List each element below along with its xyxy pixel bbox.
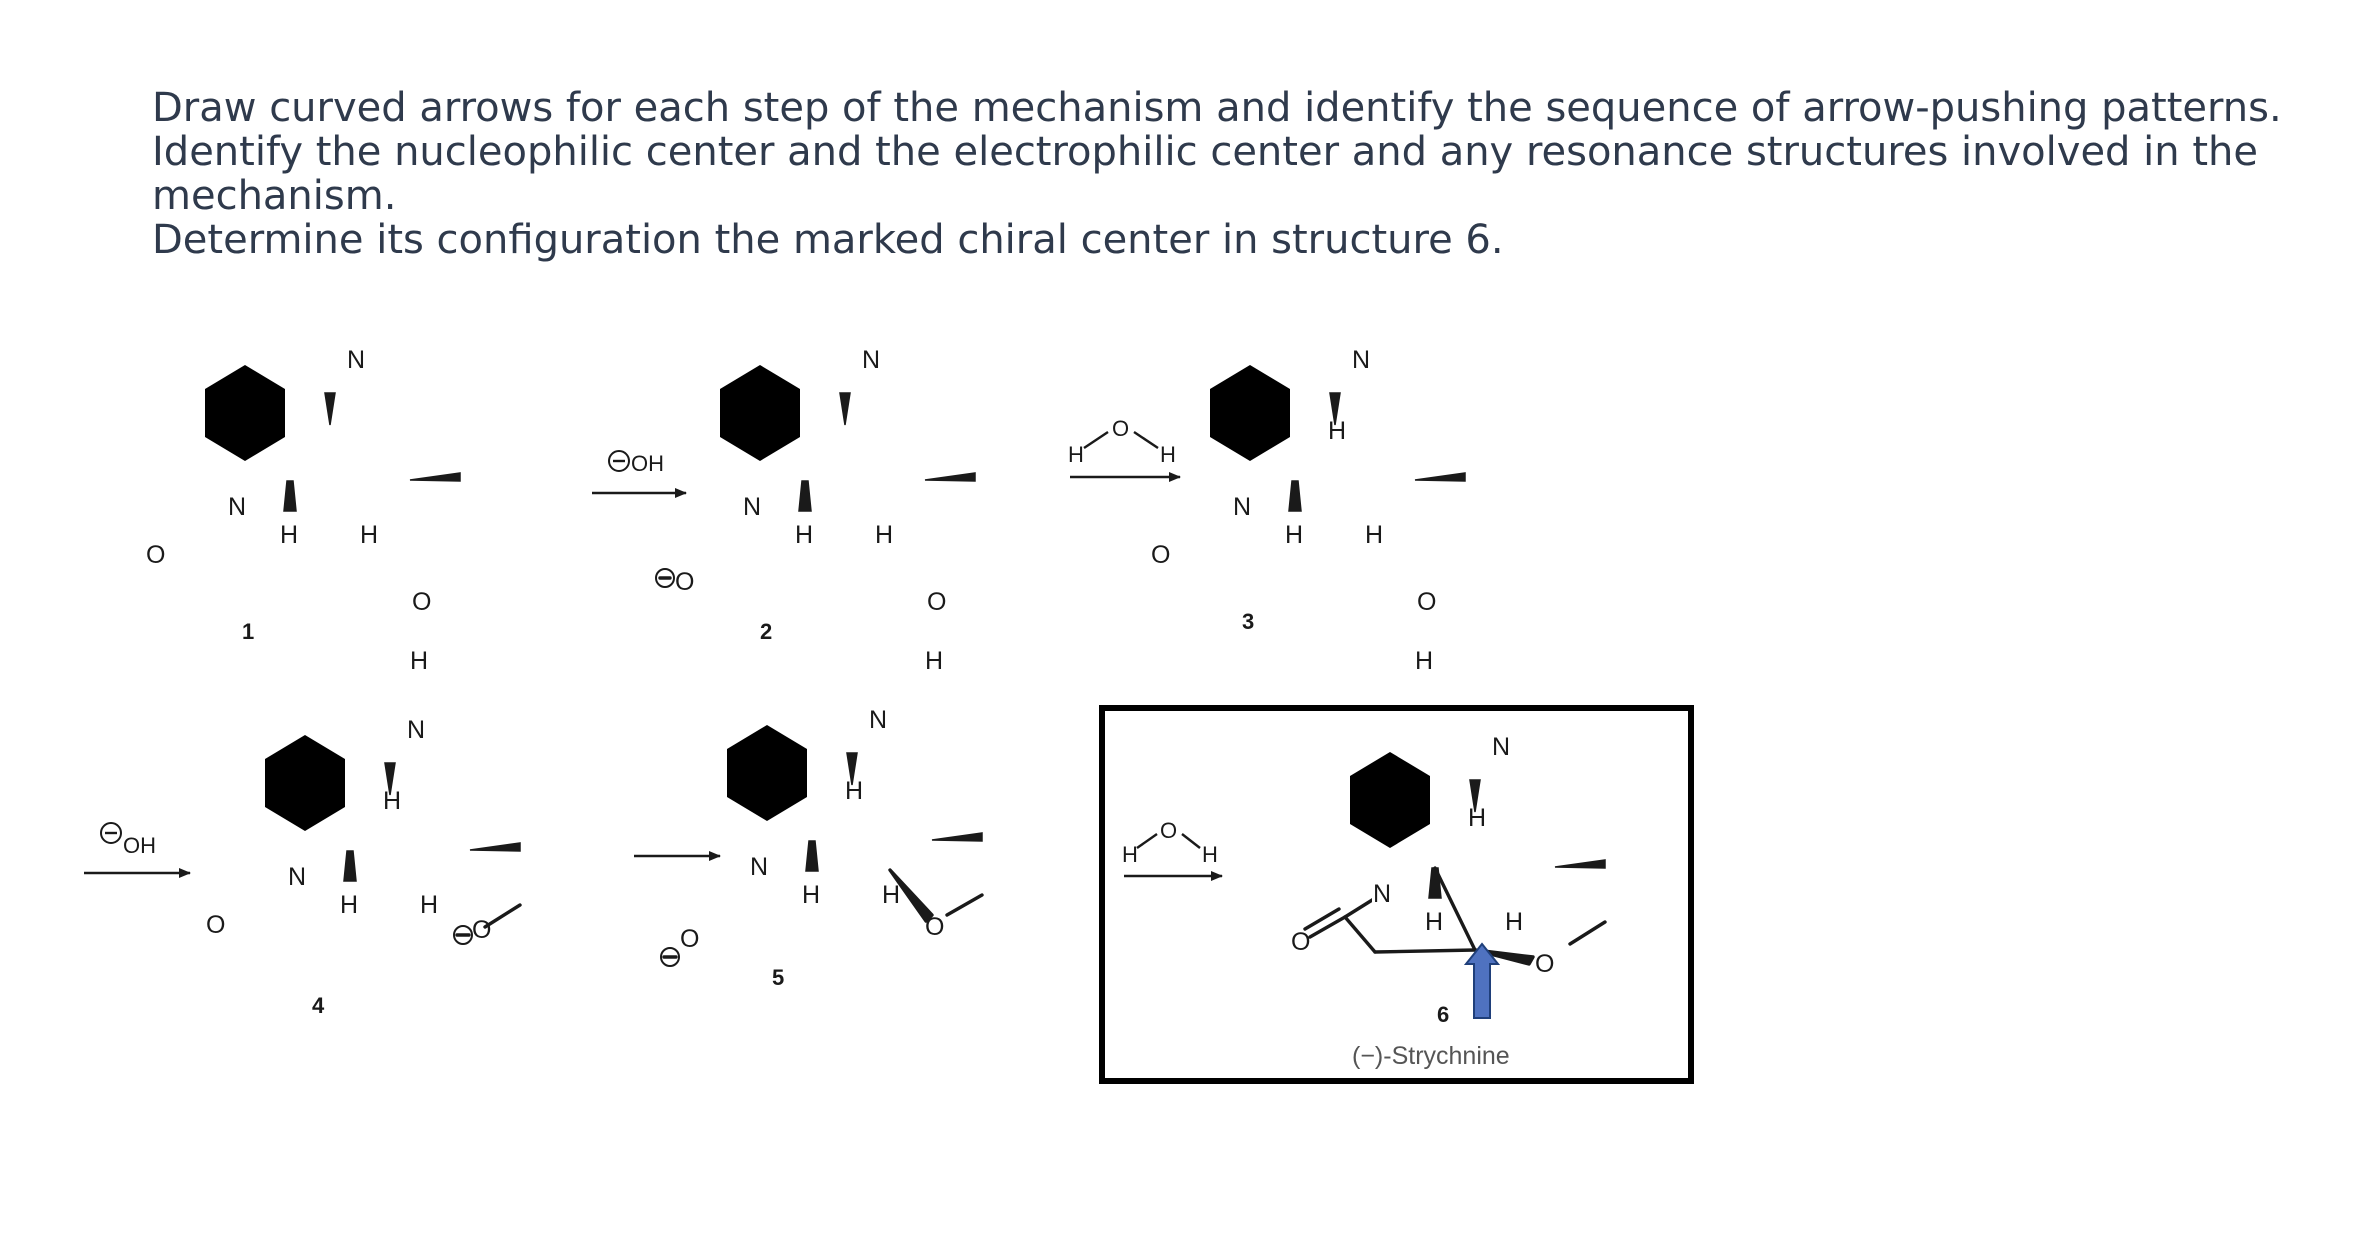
reagent-water-h: H (1122, 842, 1138, 867)
reagent-water-o: O (1112, 416, 1129, 441)
atom-h: H (420, 891, 438, 919)
atom-h: H (1505, 908, 1523, 936)
reaction-arrow-1: OH (592, 450, 687, 498)
atom-o: O (1151, 541, 1170, 569)
compound-2-structure: N N H H O O H 2 (655, 343, 988, 675)
atom-h: H (1415, 647, 1433, 675)
atom-n: N (862, 346, 880, 374)
atom-o: O (1291, 928, 1310, 956)
atom-h: H (1285, 521, 1303, 549)
reaction-arrow-3: OH (84, 822, 191, 878)
atom-h: H (340, 891, 358, 919)
atom-o: O (412, 588, 431, 616)
compound-3-structure: N N H H H O O H 3 (1151, 343, 1478, 675)
instructions: Draw curved arrows for each step of the … (152, 86, 2302, 262)
atom-h: H (1365, 521, 1383, 549)
reagent-water-h: H (1160, 442, 1176, 467)
atom-n: N (750, 853, 768, 881)
reaction-arrow-5: H O H (1122, 818, 1223, 881)
atom-n: N (743, 493, 761, 521)
compound-4-label: 4 (312, 993, 325, 1018)
atom-h: H (882, 881, 900, 909)
compound-5-structure: N N H H H O O 5 (660, 703, 995, 990)
atom-o: O (675, 568, 694, 596)
atom-h: H (802, 881, 820, 909)
up-arrow-icon (1463, 942, 1501, 1019)
atom-h: H (1468, 804, 1486, 832)
atom-h: H (925, 647, 943, 675)
atom-h: H (280, 521, 298, 549)
atom-n: N (288, 863, 306, 891)
atom-h: H (795, 521, 813, 549)
atom-o: O (1535, 950, 1554, 978)
atom-h: H (1328, 417, 1346, 445)
atom-o: O (680, 925, 699, 953)
atom-o: O (206, 911, 225, 939)
reagent-hydroxide: OH (123, 833, 156, 858)
atom-n: N (1492, 733, 1510, 761)
reagent-water-h: H (1202, 842, 1218, 867)
compound-2-label: 2 (760, 619, 772, 644)
atom-o: O (1417, 588, 1436, 616)
instruction-line-2: Identify the nucleophilic center and the… (152, 129, 2258, 219)
atom-o: O (146, 541, 165, 569)
minus-circle-icon (100, 822, 122, 844)
atom-o: O (927, 588, 946, 616)
atom-h: H (1425, 908, 1443, 936)
atom-h: H (845, 777, 863, 805)
instruction-line-1: Draw curved arrows for each step of the … (152, 85, 2282, 131)
atom-h: H (360, 521, 378, 549)
atom-n: N (1373, 880, 1391, 908)
atom-h: H (875, 521, 893, 549)
atom-n: N (228, 493, 246, 521)
compound-1-label: 1 (242, 619, 254, 644)
reaction-arrow-2: H O H (1068, 416, 1181, 482)
atom-o: O (472, 916, 491, 944)
atom-n: N (869, 706, 887, 734)
compound-6-label: 6 (1437, 1002, 1449, 1027)
reagent-hydroxide: OH (631, 451, 664, 476)
compound-1-structure: N N H H O O H 1 (146, 343, 473, 675)
product-highlight-box (1099, 705, 1694, 1084)
atom-h: H (410, 647, 428, 675)
reagent-water-o: O (1160, 818, 1177, 843)
compound-6-structure: N N H H H O O 6 (−)-Strychnine (1291, 730, 1618, 1070)
instruction-line-3: Determine its configuration the marked c… (152, 217, 1504, 263)
atom-n: N (1233, 493, 1251, 521)
atom-n: N (1352, 346, 1370, 374)
compound-5-label: 5 (772, 965, 784, 990)
reagent-water-h: H (1068, 442, 1084, 467)
atom-o: O (925, 913, 944, 941)
atom-n: N (347, 346, 365, 374)
compound-4-structure: N N H H H O O 4 (206, 713, 533, 1018)
atom-h: H (383, 787, 401, 815)
atom-n: N (407, 716, 425, 744)
minus-circle-icon (608, 450, 630, 472)
compound-6-name: (−)-Strychnine (1352, 1042, 1510, 1070)
compound-3-label: 3 (1242, 609, 1254, 634)
